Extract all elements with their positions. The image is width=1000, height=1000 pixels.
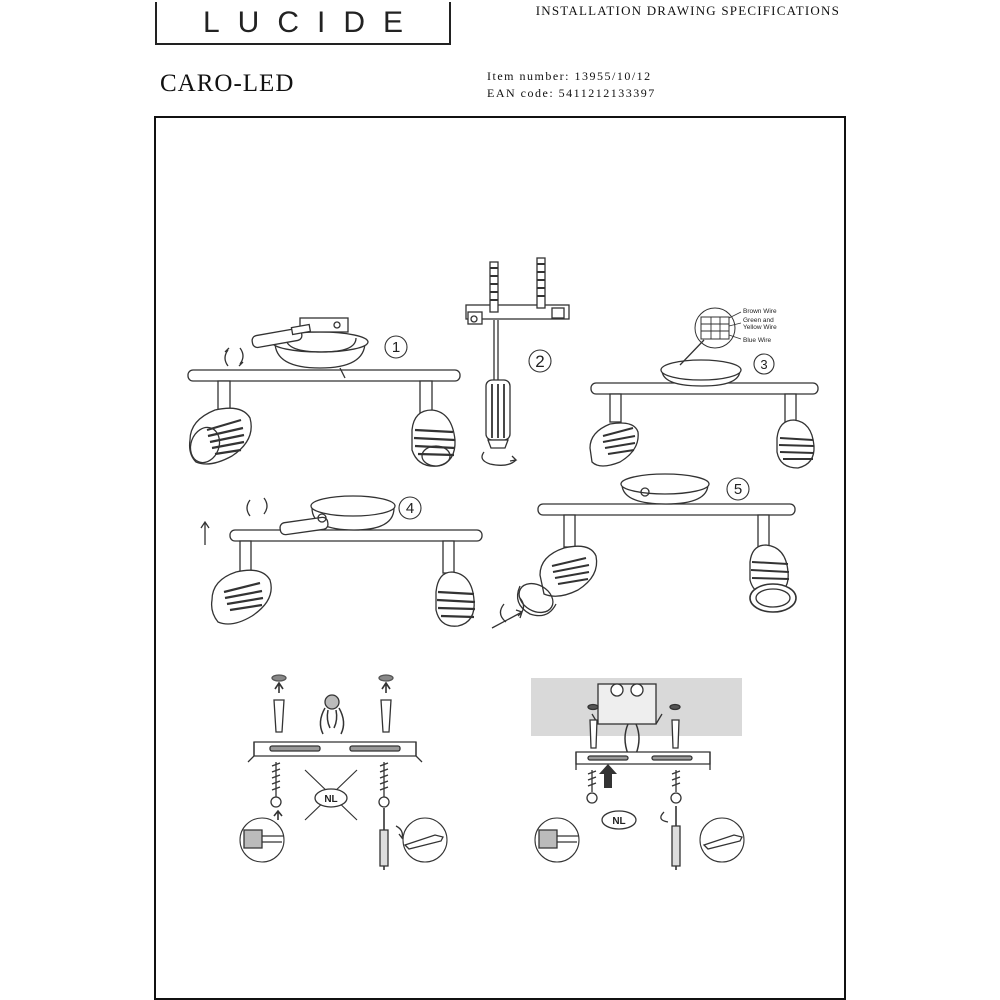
wire-label-blue: Blue Wire xyxy=(743,337,772,344)
step-number-5: 5 xyxy=(734,481,742,498)
step-2-illustration xyxy=(465,257,570,466)
step-number-1: 1 xyxy=(392,339,400,356)
nl-badge-right: NL xyxy=(612,816,625,827)
step-3-illustration xyxy=(589,307,819,469)
step-5-illustration xyxy=(491,473,797,629)
mounting-plate-right xyxy=(531,678,745,870)
product-codes: Item number: 13955/10/12 EAN code: 54112… xyxy=(487,68,656,102)
do-not-symbol xyxy=(304,769,358,821)
step-number-2: 2 xyxy=(535,352,544,371)
wire-label-green-yellow-1: Green and xyxy=(743,317,774,324)
step-1-illustration xyxy=(187,317,461,467)
mounting-plate-left xyxy=(239,674,448,870)
drawing-frame xyxy=(154,116,846,1000)
nl-badge-left: NL xyxy=(324,794,337,805)
wire-label-green-yellow-2: Yellow Wire xyxy=(743,324,777,331)
item-number: Item number: 13955/10/12 xyxy=(487,69,652,83)
product-name: CARO-LED xyxy=(160,70,295,97)
ean-code: EAN code: 5411212133397 xyxy=(487,86,656,100)
brand-logo: LUCIDE xyxy=(155,2,451,45)
wire-label-brown: Brown Wire xyxy=(743,308,777,315)
brand-logo-text: LUCIDE xyxy=(202,5,422,39)
step-4-illustration xyxy=(200,495,483,627)
step-number-3: 3 xyxy=(760,357,767,372)
document-title: INSTALLATION DRAWING SPECIFICATIONS xyxy=(535,3,840,18)
step-number-4: 4 xyxy=(406,500,414,517)
